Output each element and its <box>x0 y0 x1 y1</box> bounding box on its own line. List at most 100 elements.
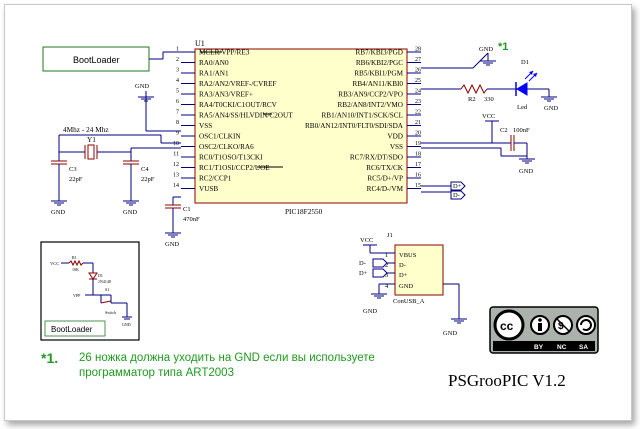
capacitor-c4: C4 22pF GND <box>123 152 155 216</box>
chip-pin-right: 22 RB1/AN10/INT1/SCK/SCL <box>322 110 421 120</box>
chip-usb-ports: D+ D- <box>421 181 466 200</box>
project-title: PSGrooPIC V1.2 <box>448 371 566 390</box>
pin-name: RB1/AN10/INT1/SCK/SCL <box>322 112 403 120</box>
c2-ref: C2 <box>500 127 508 134</box>
pin-number: 16 <box>415 173 421 179</box>
pin-number: 14 <box>173 183 179 189</box>
chip-pin-right: 21 RB0/AN12/INT0/FLT0/SDI/SDA <box>305 120 421 130</box>
chip-pin-left: 7 RA5/AN4/SS/HLVDIN/C2OUT <box>176 110 293 120</box>
c4-val: 22pF <box>141 176 155 183</box>
c4-ref: C4 <box>141 166 149 173</box>
gnd-label: GND <box>519 168 533 175</box>
chip-pin-left: 8 VSS <box>176 120 212 130</box>
pin-name: RC7/RX/DT/SDO <box>350 154 403 162</box>
svg-text:$: $ <box>558 321 564 332</box>
chip-body <box>194 48 408 204</box>
pin-name: RA5/AN4/SS/HLVDIN/C2OUT <box>199 112 293 120</box>
chip-ref: U1 <box>195 39 205 48</box>
pin-number: 21 <box>415 120 421 126</box>
pin-name: RC0/T1OSO/T13CKI <box>199 154 263 162</box>
pin-number: 13 <box>173 173 179 179</box>
sa-icon <box>576 315 596 335</box>
pin-number: 17 <box>415 162 421 168</box>
svg-text:BY: BY <box>534 344 544 351</box>
chip-pin-left: 1 MCLR/VPP/RE3 <box>176 47 250 57</box>
svg-text:3: 3 <box>385 272 388 279</box>
svg-text:VCC: VCC <box>50 261 59 266</box>
note-line2: программатор типа ART2003 <box>79 367 234 379</box>
d1-ref: D1 <box>521 59 529 66</box>
pin-number: 3 <box>176 68 179 74</box>
bootloader-port-label: BootLoader <box>73 55 120 65</box>
capacitor-c3: C3 22pF GND <box>51 152 83 216</box>
pin-number: 28 <box>415 47 421 53</box>
inset-bootloader-circuit: VCC R1 10K D1 1N4148 VPP S1 Switch GND B… <box>40 241 140 341</box>
pin-number: 22 <box>415 110 421 116</box>
pin-name: RB5/KBI1/PGM <box>354 70 403 78</box>
vcc-label: VCC <box>360 237 373 244</box>
schematic: .w { stroke:#000080; stroke-width:1; fil… <box>40 39 599 390</box>
pin-name: RC1/T1OSI/CCP2/UOE <box>199 164 270 172</box>
gnd-label: GND <box>135 83 149 90</box>
pin-number: 25 <box>415 78 421 84</box>
chip-pin-right: 26 RB5/KBI1/PGM <box>354 68 421 78</box>
d1-val: Led <box>517 104 528 111</box>
svg-text:D-: D- <box>359 260 366 267</box>
pin-number: 11 <box>173 152 179 158</box>
pin-number: 8 <box>176 120 179 126</box>
pin-name: RC4/D-/VM <box>367 185 404 193</box>
r2-val: 330 <box>484 96 494 103</box>
pin-name: OSC2/CLKO/RA6 <box>199 143 254 151</box>
pin-name: RB2/AN8/INT2/VMO <box>338 101 404 109</box>
pin-name: RB6/KBI2/PGC <box>356 59 403 67</box>
svg-text:4: 4 <box>385 283 389 290</box>
svg-text:GND: GND <box>122 322 131 327</box>
pin-name: MCLR/VPP/RE3 <box>199 49 250 57</box>
pin-number: 26 <box>415 68 421 74</box>
pin-number: 9 <box>176 131 179 137</box>
pin-number: 1 <box>176 47 179 53</box>
svg-text:D1: D1 <box>98 273 103 278</box>
svg-text:2: 2 <box>385 262 388 269</box>
svg-text:1: 1 <box>385 252 388 259</box>
pin-name: RB0/AN12/INT0/FLT0/SDI/SDA <box>305 122 404 130</box>
pin-number: 7 <box>176 110 179 116</box>
note-mark-top: *1 <box>498 41 508 53</box>
j1-ref: J1 <box>387 232 393 239</box>
pin-number: 4 <box>176 78 179 84</box>
c1-val: 470nF <box>183 216 200 223</box>
c2-val: 100nF <box>513 127 530 134</box>
svg-text:VBUS: VBUS <box>399 252 417 259</box>
gnd-label: GND <box>165 241 179 248</box>
svg-text:NC: NC <box>557 344 567 351</box>
pin-name: VSS <box>390 143 403 151</box>
note-marker: *1. <box>41 350 58 366</box>
pin-name: RB3/AN9/CCP2/VPO <box>338 91 403 99</box>
pin-name: RA4/T0CKI/C1OUT/RCV <box>199 101 278 109</box>
gnd-label: GND <box>123 209 137 216</box>
pin-number: 15 <box>415 183 421 189</box>
pin-name: VSS <box>199 122 212 130</box>
pin-name: RA2/AN2/VREF-/CVREF <box>199 80 276 88</box>
cc-icon <box>493 309 525 341</box>
pin-number: 5 <box>176 89 179 95</box>
pin-number: 12 <box>173 162 179 168</box>
pin-name: RC6/TX/CK <box>366 164 404 172</box>
svg-text:R1: R1 <box>72 255 77 260</box>
